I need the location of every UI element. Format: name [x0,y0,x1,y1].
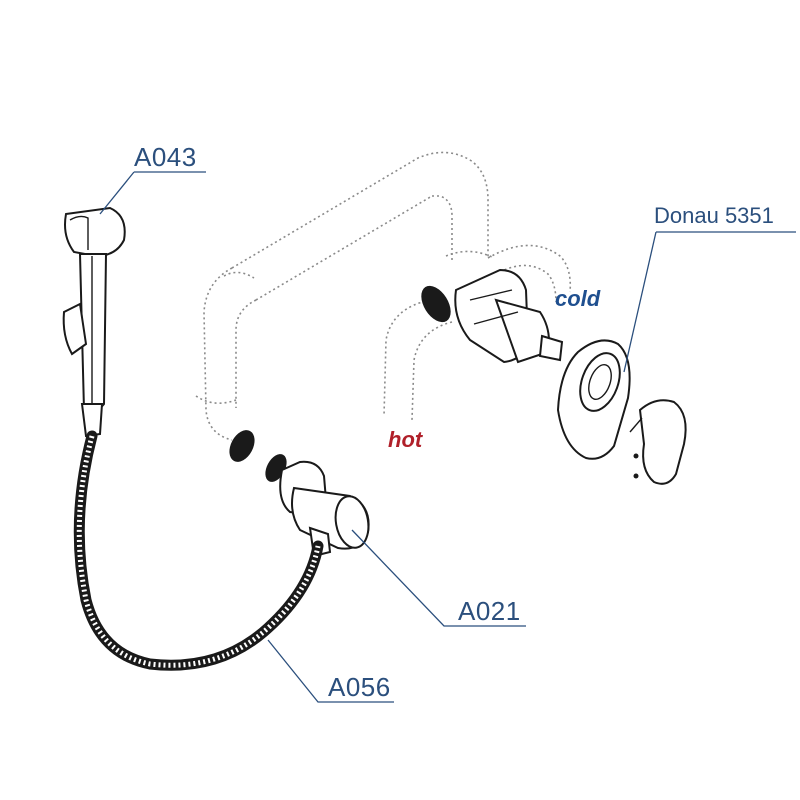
flexible-hose-part [73,430,324,671]
leader-a056 [267,639,394,703]
leader-a043 [99,171,206,215]
label-a056: A056 [328,672,391,702]
mixer-trim-part [556,339,687,485]
label-cold: cold [555,286,601,311]
wall-elbow-part [229,430,370,558]
leader-donau [623,231,796,373]
label-a021: A021 [458,596,521,626]
hand-shower-part [62,206,126,438]
leader-a021 [351,529,526,627]
concealed-pipework [195,151,572,441]
mixer-body-part [421,268,564,364]
label-a043: A043 [134,142,197,172]
label-hot: hot [388,427,423,452]
leader-lines [99,171,796,703]
label-donau-5351: Donau 5351 [654,203,774,228]
